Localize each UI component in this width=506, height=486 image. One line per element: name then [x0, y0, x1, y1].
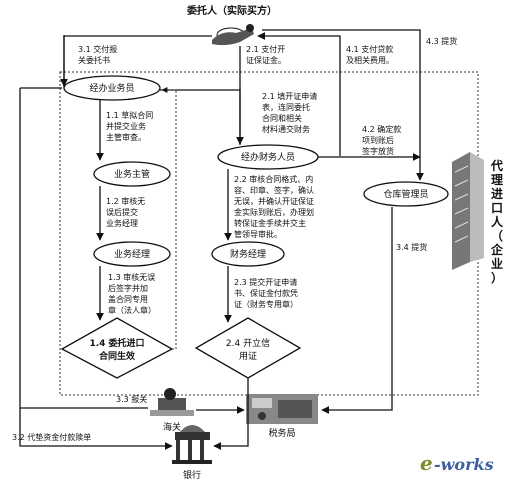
business-director-node: [93, 241, 171, 267]
client-label: 委托人（实际买方）: [186, 4, 277, 17]
step-4-3-label: 4.3 提货: [426, 36, 457, 46]
svg-text:管领导审批。: 管领导审批。: [234, 229, 282, 239]
svg-text:材料通交财务: 材料通交财务: [262, 124, 310, 134]
svg-text:2.2 审核合同格式、内: 2.2 审核合同格式、内: [234, 174, 313, 184]
business-manager-label: 业务主管: [114, 168, 150, 180]
step-2-2-label: 2.2 审核合同格式、内 容、印章、签字，确认 无误，并确认开证保证 金实际到账…: [234, 174, 314, 239]
svg-text:后签字并加: 后签字并加: [108, 283, 148, 293]
svg-text:4.1 支付贷款: 4.1 支付贷款: [346, 44, 393, 54]
svg-text:盖合同专用: 盖合同专用: [108, 294, 148, 304]
svg-text:签字放货: 签字放货: [362, 146, 394, 156]
svg-text:理: 理: [491, 173, 503, 187]
client-icon: [212, 24, 254, 46]
svg-text:并提交业务: 并提交业务: [106, 121, 146, 131]
svg-text:口: 口: [491, 201, 503, 215]
finance-manager-node: [211, 241, 285, 267]
svg-text:1.2 审核无: 1.2 审核无: [106, 196, 145, 206]
open-lc-line1: 2.4 开立信: [226, 337, 270, 349]
step-1-1-label: 1.1 草拟合同 并提交业务 主管审查。: [106, 110, 153, 142]
svg-text:关委托书: 关委托书: [78, 55, 110, 65]
warehouse-manager-node: [363, 181, 449, 207]
step-2-1-form-label: 2.1 填开证申请 表，连同委托 合同和相关 材料通交财务: [262, 91, 317, 134]
svg-text:及相关费用。: 及相关费用。: [346, 55, 394, 65]
svg-text:章（法人章）: 章（法人章）: [108, 305, 156, 315]
svg-text:2.3 提交开证申请: 2.3 提交开证申请: [234, 277, 297, 287]
svg-text:业务经理: 业务经理: [106, 218, 138, 228]
contract-effective-line1: 1.4 委托进口: [89, 337, 144, 349]
svg-text:代: 代: [490, 158, 503, 173]
svg-text:3.1 交付报: 3.1 交付报: [78, 44, 117, 54]
svg-text:2.1 支付开: 2.1 支付开: [246, 44, 285, 54]
svg-text:人: 人: [491, 214, 504, 229]
step-2-3-label: 2.3 提交开证申请 书、保证金付款凭 证（财务专用章）: [234, 277, 298, 309]
building-icon: [452, 152, 484, 270]
svg-text:2.1 填开证申请: 2.1 填开证申请: [262, 91, 317, 101]
bank-icon: [172, 425, 212, 464]
svg-text:进: 进: [491, 186, 503, 201]
svg-text:证（财务专用章）: 证（财务专用章）: [234, 299, 298, 309]
step-3-4-label: 3.4 提货: [396, 242, 427, 252]
contract-effective-node: [60, 317, 174, 379]
svg-text:）: ）: [491, 270, 503, 285]
step-3-3-label: 3.3 报关: [116, 394, 147, 404]
step-3-2-label: 3.2 代垫资金付款赎单: [12, 432, 91, 442]
company-boundary: [59, 71, 479, 396]
flow-4-3: [262, 29, 424, 181]
svg-text:无误，并确认开证保证: 无误，并确认开证保证: [234, 196, 314, 206]
agent-company-label: 代 理 进 口 人 （ 企 业 ）: [490, 158, 504, 285]
svg-text:企: 企: [490, 242, 504, 257]
tax-bureau-icon: [246, 394, 318, 424]
svg-text:1.3 审核无误: 1.3 审核无误: [108, 272, 155, 282]
business-staff-label: 经办业务员: [89, 82, 134, 94]
svg-text:合同和相关: 合同和相关: [262, 113, 302, 123]
flow-3-2: [19, 408, 173, 450]
warehouse-manager-label: 仓库管理员: [383, 188, 428, 200]
step-4-2-label: 4.2 确定款 项到账后 签字放货: [362, 124, 401, 156]
flow-lc-bank: [213, 378, 249, 450]
business-manager-node: [93, 161, 171, 187]
customs-label: 海关: [163, 421, 181, 433]
bank-label: 银行: [183, 469, 201, 481]
svg-text:项到账后: 项到账后: [362, 135, 394, 145]
flow-2-1-form: [160, 89, 241, 145]
flow-3-4: [321, 207, 393, 414]
step-3-1-label: 3.1 交付报 关委托书: [78, 44, 117, 65]
svg-text:转保证金手续并交主: 转保证金手续并交主: [234, 218, 306, 228]
tax-bureau-label: 税务局: [268, 427, 295, 439]
open-lc-line2: 用证: [239, 351, 257, 362]
svg-text:e: e: [420, 451, 433, 475]
svg-text:主管审查。: 主管审查。: [106, 132, 146, 142]
svg-text:容、印章、签字，确认: 容、印章、签字，确认: [234, 185, 314, 195]
svg-text:书、保证金付款凭: 书、保证金付款凭: [234, 288, 298, 298]
step-1-3-label: 1.3 审核无误 后签字并加 盖合同专用 章（法人章）: [108, 272, 156, 315]
flow-4-1: [257, 32, 341, 156]
customs-officer-icon: [150, 388, 194, 416]
svg-text:表，连同委托: 表，连同委托: [262, 102, 310, 112]
step-2-1-label: 2.1 支付开 证保证金。: [246, 44, 286, 65]
business-director-label: 业务经理: [114, 248, 150, 260]
svg-text:金实际到账后，办理划: 金实际到账后，办理划: [234, 207, 314, 217]
svg-text:证保证金。: 证保证金。: [246, 55, 286, 65]
eworks-watermark: e -works: [420, 451, 494, 475]
svg-text:-works: -works: [434, 455, 494, 474]
step-1-2-label: 1.2 审核无 误后提交 业务经理: [106, 196, 145, 228]
svg-text:业: 业: [491, 256, 503, 271]
svg-text:（: （: [491, 228, 503, 243]
svg-text:误后提交: 误后提交: [106, 207, 138, 217]
finance-staff-label: 经办财务人员: [241, 151, 295, 163]
finance-manager-label: 财务经理: [230, 248, 266, 260]
step-4-1-label: 4.1 支付贷款 及相关费用。: [346, 44, 394, 65]
svg-text:4.2 确定款: 4.2 确定款: [362, 124, 401, 134]
flow-return-dotted: [161, 87, 177, 350]
contract-effective-line2: 合同生效: [99, 350, 136, 362]
svg-text:1.1 草拟合同: 1.1 草拟合同: [106, 110, 153, 120]
